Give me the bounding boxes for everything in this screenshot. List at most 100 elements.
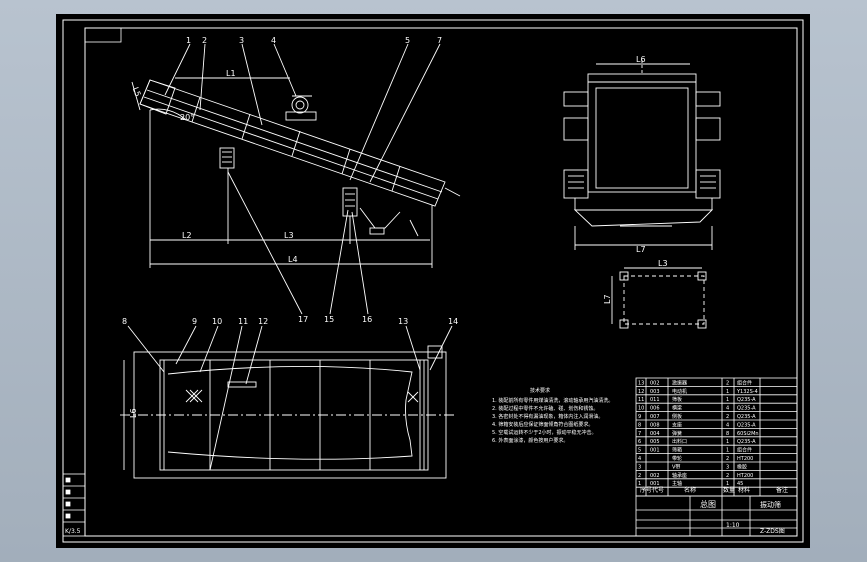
rib <box>341 148 351 175</box>
oversize-arrow <box>409 219 419 237</box>
bom-cell-qty: 2 <box>726 380 729 386</box>
bom-cell-code: 006 <box>650 406 660 412</box>
bom-cell-no: 12 <box>638 389 644 395</box>
chute-outlet <box>369 227 385 235</box>
hatch-left <box>185 389 203 403</box>
bom-table <box>635 377 798 497</box>
hatch-right <box>407 391 419 403</box>
dim-line-l5 <box>131 81 141 111</box>
bom-cell-code: 002 <box>650 473 660 479</box>
callout-16: 16 <box>362 315 372 324</box>
callout-3: 3 <box>239 36 244 45</box>
anchor-br <box>697 319 707 329</box>
left-stamp-label: K/3.5 <box>65 528 81 535</box>
bom-cell-name: 出料口 <box>672 438 687 445</box>
note-line-6: 6. 外表面涂漆，颜色按用户要求。 <box>492 437 568 444</box>
callout-13: 13 <box>398 317 408 326</box>
bom-cell-code: 002 <box>650 380 660 386</box>
bom-cell-mat: Q235-A <box>737 439 756 445</box>
feed-inlet <box>139 79 176 115</box>
end-view <box>563 60 721 250</box>
callout-2: 2 <box>202 36 207 45</box>
dim-l3: L3 <box>284 231 294 240</box>
bom-cell-mat: Q235-A <box>737 422 756 428</box>
bom-cell-name: 筛箱 <box>672 447 682 454</box>
bom-header-mat: 材料 <box>738 486 750 494</box>
side-bracket-upper-right <box>695 91 721 107</box>
bom-cell-no: 5 <box>638 448 641 454</box>
title-block <box>635 495 798 537</box>
notes-heading: 技术要求 <box>530 387 550 394</box>
callout-4: 4 <box>271 36 276 45</box>
bom-cell-name: 主轴 <box>672 480 682 487</box>
dim-l5: L5 <box>131 86 143 98</box>
rib <box>191 96 201 123</box>
bom-cell-no: 1 <box>638 481 641 487</box>
screen-deck-line-2 <box>143 96 439 200</box>
anchor-tl <box>619 271 629 281</box>
note-line-4: 4. 筛箱安装后应保证筛面倾角符合图纸要求。 <box>492 421 593 428</box>
bom-cell-qty: 1 <box>726 439 729 445</box>
exciter-shaft <box>295 100 305 110</box>
bom-cell-no: 6 <box>638 439 641 445</box>
bom-cell-qty: 1 <box>726 397 729 403</box>
bom-cell-mat: Y132S-4 <box>736 389 758 395</box>
end-view-inner <box>595 87 689 189</box>
base-left <box>563 169 589 199</box>
drawing-name: 总图 <box>700 499 716 509</box>
bom-cell-code: 007 <box>650 414 660 420</box>
bom-cell-mat: 组合件 <box>737 379 752 386</box>
callout-8: 8 <box>122 317 127 326</box>
bom-cell-no: 8 <box>638 422 641 428</box>
bom-cell-no: 11 <box>638 397 644 403</box>
bom-cell-no: 2 <box>638 473 641 479</box>
drawing-number: Z-ZDS图 <box>760 528 785 535</box>
bom-cell-mat: 60Si2Mn <box>737 431 759 437</box>
note-line-1: 1. 装配前所有零件用煤油清洗，滚动轴承用汽油清洗。 <box>492 397 613 404</box>
bom-header-no: 序号 <box>640 486 652 494</box>
note-line-3: 3. 各密封处不得有漏油现象，箱体内注入润滑油。 <box>492 413 603 420</box>
exciter-motor <box>291 96 309 114</box>
bom-cell-mat: 45 <box>737 481 743 487</box>
bom-cell-mat: 组合件 <box>737 447 752 454</box>
note-line-5: 5. 空载试运转不少于2小时，振动平稳无冲击。 <box>492 429 597 436</box>
bom-cell-name: 支座 <box>672 421 682 428</box>
plan-deck-curve <box>167 366 413 460</box>
footprint-view <box>611 267 707 329</box>
dim-end-top: L6 <box>636 55 646 64</box>
callout-7: 7 <box>437 36 442 45</box>
bom-cell-name: 侧板 <box>672 413 682 420</box>
corner-box <box>84 27 122 43</box>
bom-cell-name: 电动机 <box>672 388 687 395</box>
bom-cell-no: 3 <box>638 464 641 470</box>
bom-cell-qty: 2 <box>726 473 729 479</box>
inner-frame <box>84 27 798 537</box>
discharge-arrow <box>444 187 461 197</box>
angle-arc <box>149 108 187 121</box>
hopper-bottom <box>573 209 714 227</box>
bom-cell-mat: HT200 <box>737 456 753 462</box>
bom-cell-mat: Q235-A <box>737 397 756 403</box>
bom-cell-qty: 4 <box>726 406 729 412</box>
bom-cell-name: 激振器 <box>672 379 687 386</box>
product-name: 振动筛 <box>760 500 781 509</box>
bom-cell-name: 筛板 <box>672 396 682 403</box>
rib <box>391 165 401 192</box>
bom-header-remark: 备注 <box>776 486 788 494</box>
bom-cell-code: 008 <box>650 422 660 428</box>
outer-frame <box>62 19 804 543</box>
bom-cell-mat: HT200 <box>737 473 753 479</box>
bom-cell-name: V带 <box>672 464 680 470</box>
bom-cell-mat: Q235-A <box>737 406 756 412</box>
screen-deck-line <box>146 89 443 193</box>
bom-cell-qty: 8 <box>726 431 729 437</box>
callout-12: 12 <box>258 317 268 326</box>
bom-cell-code: 003 <box>650 389 660 395</box>
callout-11: 11 <box>238 317 248 326</box>
bom-cell-name: 弹簧 <box>672 430 682 437</box>
bom-cell-mat: Q235-A <box>737 414 756 420</box>
side-elevation-view <box>131 43 461 315</box>
bom-cell-mat: 橡胶 <box>737 463 747 470</box>
